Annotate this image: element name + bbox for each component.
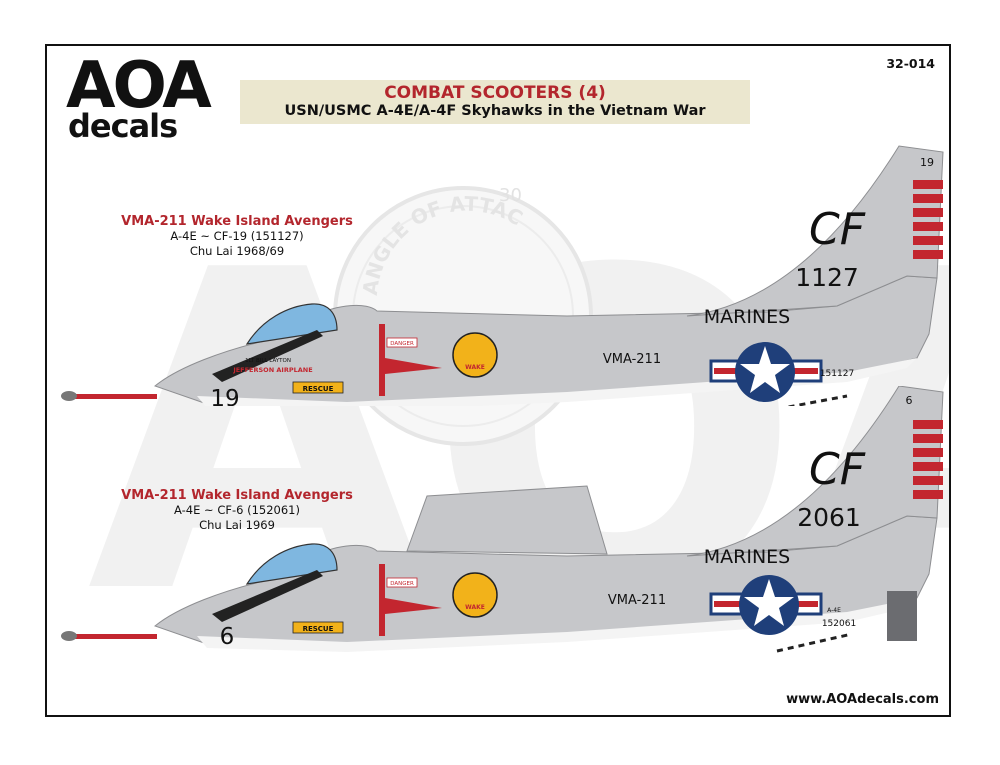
- exhaust-staining: [887, 591, 917, 641]
- nose-number: 19: [210, 386, 239, 406]
- probe-tip: [61, 391, 77, 401]
- tail-modex: 6: [906, 394, 913, 407]
- insignia-star-icon: [744, 579, 794, 626]
- tail-fin: [686, 145, 944, 317]
- rescue-text: RESCUE: [303, 385, 334, 393]
- wake-island-badge-icon: [452, 332, 498, 378]
- squadron-text: VMA-211: [603, 352, 661, 367]
- aircraft-profile-1: WAKE CF 19 1127 MARINES VMA-211 151127 1…: [61, 145, 944, 406]
- caption-unit: VMA-211 Wake Island Avengers: [121, 214, 353, 229]
- canopy: [245, 303, 338, 345]
- caption-aircraft: A-4E ~ CF-6 (152061): [174, 503, 300, 517]
- tail-stripes: [913, 180, 943, 259]
- profile-caption-2: VMA-211 Wake Island Avengers A-4E ~ CF-6…: [107, 488, 367, 533]
- sheet-title: COMBAT SCOOTERS (4): [384, 83, 606, 103]
- fuselage-marines: MARINES: [704, 546, 790, 568]
- badge-text: WAKE: [465, 604, 485, 611]
- probe-tip: [61, 631, 77, 641]
- caption-location: Chu Lai 1968/69: [189, 244, 285, 258]
- type-stencil: A-4E: [827, 607, 841, 614]
- danger-text: DANGER: [390, 581, 414, 587]
- refuel-probe: [67, 394, 157, 399]
- rescue-text: RESCUE: [303, 625, 334, 633]
- squadron-text: VMA-211: [608, 593, 666, 608]
- nose-number: 6: [220, 624, 235, 650]
- rescue-arrow: [292, 621, 344, 634]
- aircraft-profile-2: WAKE CF 6 2061 MARINES VMA-211 A-4E 1520…: [61, 386, 944, 653]
- serial-number: 152061: [822, 619, 856, 629]
- serial-number: 151127: [820, 369, 854, 379]
- danger-plate: [386, 337, 418, 348]
- caption-location: Chu Lai 1969: [199, 518, 275, 532]
- caption-aircraft: A-4E ~ CF-19 (151127): [170, 229, 304, 243]
- nickname: JEFFERSON AIRPLANE: [232, 366, 312, 374]
- rescue-arrow: [292, 381, 344, 394]
- profile-caption-1: VMA-211 Wake Island Avengers A-4E ~ CF-1…: [107, 214, 367, 259]
- tail-fin: [686, 386, 944, 557]
- intake-warning-chevron: [379, 564, 442, 636]
- title-banner: COMBAT SCOOTERS (4) USN/USMC A-4E/A-4F S…: [240, 80, 750, 124]
- ventral-marks: [776, 632, 853, 653]
- refuel-probe: [67, 634, 157, 639]
- logo-wordmark: decals: [68, 107, 178, 145]
- canopy: [245, 543, 338, 585]
- wake-island-badge-icon: [452, 572, 498, 618]
- tail-stripes: [913, 420, 943, 499]
- tail-modex: 19: [920, 156, 934, 169]
- danger-text: DANGER: [390, 341, 414, 347]
- sheet-subtitle: USN/USMC A-4E/A-4F Skyhawks in the Vietn…: [284, 103, 706, 119]
- anti-glare-stripe: [212, 570, 323, 622]
- modex-large: 2061: [797, 503, 861, 532]
- watermark-gauge-number: 30: [499, 185, 522, 206]
- badge-text: WAKE: [465, 364, 485, 371]
- modex-large: 1127: [795, 263, 859, 292]
- tail-code: CF: [809, 204, 866, 255]
- ventral-marks: [785, 394, 848, 406]
- danger-plate: [386, 577, 418, 588]
- sheet-code: 32-014: [886, 56, 935, 71]
- caption-unit: VMA-211 Wake Island Avengers: [121, 488, 353, 503]
- tail-code: CF: [809, 444, 866, 495]
- logo-mark: AOA: [66, 49, 212, 123]
- avionics-hump: [406, 485, 608, 555]
- intake-warning-chevron: [379, 324, 442, 396]
- fuselage-marines: MARINES: [704, 306, 790, 328]
- insignia-star-icon: [740, 346, 790, 393]
- website-url[interactable]: www.AOAdecals.com: [786, 692, 939, 707]
- decal-sheet: AOA ANGLE OF ATTACK 30 AOA decals COMBAT…: [45, 44, 951, 717]
- anti-glare-stripe: [212, 330, 323, 382]
- pilot-name: 1LT BILL LAYTON: [245, 358, 291, 364]
